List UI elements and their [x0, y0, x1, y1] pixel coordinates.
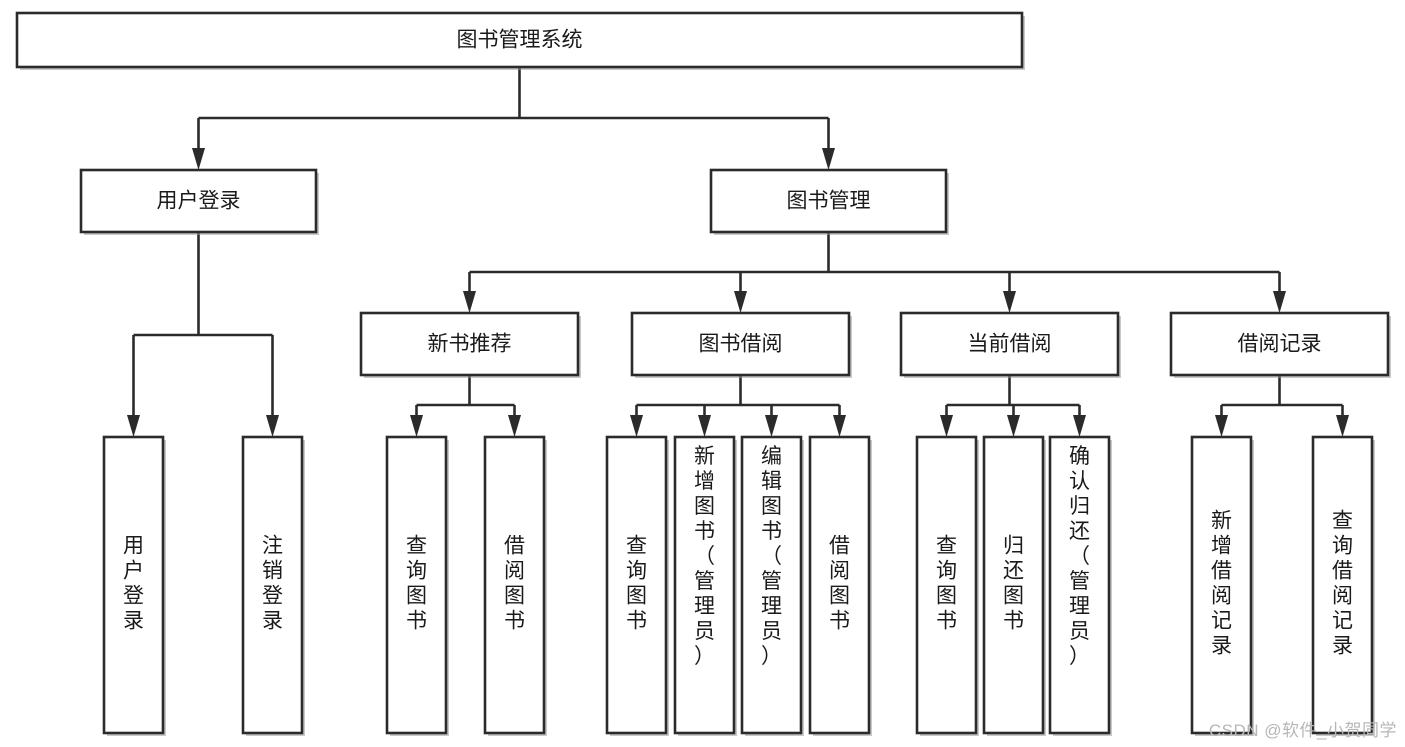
node-rect[interactable]: [1169, 311, 1390, 377]
node-rect[interactable]: [15, 11, 1024, 69]
node-label: 图书管理系统: [457, 29, 583, 52]
arrow-head-icon: [1007, 415, 1020, 437]
node-rect[interactable]: [740, 435, 803, 735]
node-rect[interactable]: [359, 311, 580, 377]
arrow-head-icon: [1273, 291, 1286, 313]
node-label: 归还图书: [1003, 535, 1024, 633]
arrow-head-icon: [1215, 415, 1228, 437]
node-label: 用户登录: [157, 190, 241, 213]
arrow-head-icon: [822, 148, 835, 170]
csdn-watermark: CSDN @软件_小贺同学: [1208, 721, 1397, 740]
node-rect[interactable]: [808, 435, 871, 735]
node-leaf-9[interactable]: 归还图书: [982, 435, 1046, 736]
node-label: 查询图书: [936, 535, 957, 633]
node-rect[interactable]: [630, 311, 851, 377]
arrow-head-icon: [1003, 291, 1016, 313]
node-rect[interactable]: [1190, 435, 1253, 735]
node-label: 借阅记录: [1238, 333, 1322, 356]
node-label: 查询图书: [626, 535, 647, 633]
node-rect[interactable]: [483, 435, 546, 735]
arrow-head-icon: [266, 415, 279, 437]
node-label: 注销登录: [262, 535, 283, 633]
node-label: 编辑图书（管理员）: [761, 445, 782, 668]
node-label: 查询图书: [406, 535, 427, 633]
node-label: 借阅图书: [829, 535, 850, 633]
node-rect[interactable]: [915, 435, 978, 735]
arrow-head-icon: [630, 415, 643, 437]
node-root-0[interactable]: 图书管理系统: [15, 11, 1025, 70]
node-rect[interactable]: [709, 168, 948, 234]
node-rect[interactable]: [1311, 435, 1374, 735]
node-label: 确认归还（管理员）: [1069, 445, 1090, 668]
node-l2-0[interactable]: 用户登录: [79, 168, 319, 235]
arrow-head-icon: [192, 148, 205, 170]
node-label: 借阅图书: [504, 535, 525, 633]
node-rect[interactable]: [899, 311, 1120, 377]
node-leaf-4[interactable]: 查询图书: [605, 435, 669, 736]
node-leaf-10[interactable]: 确认归还（管理员）: [1048, 435, 1112, 736]
node-rect[interactable]: [102, 435, 165, 735]
arrow-head-icon: [1073, 415, 1086, 437]
node-rect[interactable]: [385, 435, 448, 735]
node-leaf-7[interactable]: 借阅图书: [808, 435, 872, 736]
node-leaf-0[interactable]: 用户登录: [102, 435, 166, 736]
node-label: 查询借阅记录: [1332, 510, 1353, 658]
node-label: 新增借阅记录: [1211, 510, 1232, 658]
connector-layer: [127, 67, 1349, 437]
node-l3-0[interactable]: 新书推荐: [359, 311, 581, 378]
node-leaf-1[interactable]: 注销登录: [241, 435, 305, 736]
node-layer: 图书管理系统用户登录图书管理新书推荐图书借阅当前借阅借阅记录用户登录注销登录查询…: [15, 11, 1391, 736]
node-l3-1[interactable]: 图书借阅: [630, 311, 852, 378]
node-rect[interactable]: [673, 435, 736, 735]
node-label: 新增图书（管理员）: [694, 445, 715, 668]
node-rect[interactable]: [982, 435, 1045, 735]
arrow-head-icon: [410, 415, 423, 437]
node-label: 图书借阅: [699, 333, 783, 356]
node-rect[interactable]: [79, 168, 318, 234]
arrow-head-icon: [463, 291, 476, 313]
node-leaf-12[interactable]: 查询借阅记录: [1311, 435, 1375, 736]
arrow-head-icon: [734, 291, 747, 313]
node-l3-2[interactable]: 当前借阅: [899, 311, 1121, 378]
node-leaf-6[interactable]: 编辑图书（管理员）: [740, 435, 804, 736]
node-rect[interactable]: [605, 435, 668, 735]
node-label: 用户登录: [123, 535, 144, 633]
node-label: 当前借阅: [968, 333, 1052, 356]
node-leaf-8[interactable]: 查询图书: [915, 435, 979, 736]
node-leaf-2[interactable]: 查询图书: [385, 435, 449, 736]
node-leaf-3[interactable]: 借阅图书: [483, 435, 547, 736]
node-label: 新书推荐: [428, 333, 512, 356]
node-label: 图书管理: [787, 190, 871, 213]
arrow-head-icon: [698, 415, 711, 437]
arrow-head-icon: [508, 415, 521, 437]
node-l3-3[interactable]: 借阅记录: [1169, 311, 1391, 378]
node-rect[interactable]: [1048, 435, 1111, 735]
arrow-head-icon: [765, 415, 778, 437]
node-rect[interactable]: [241, 435, 304, 735]
arrow-head-icon: [833, 415, 846, 437]
arrow-head-icon: [1336, 415, 1349, 437]
node-leaf-5[interactable]: 新增图书（管理员）: [673, 435, 737, 736]
node-leaf-11[interactable]: 新增借阅记录: [1190, 435, 1254, 736]
arrow-head-icon: [940, 415, 953, 437]
node-l2-1[interactable]: 图书管理: [709, 168, 949, 235]
arrow-head-icon: [127, 415, 140, 437]
